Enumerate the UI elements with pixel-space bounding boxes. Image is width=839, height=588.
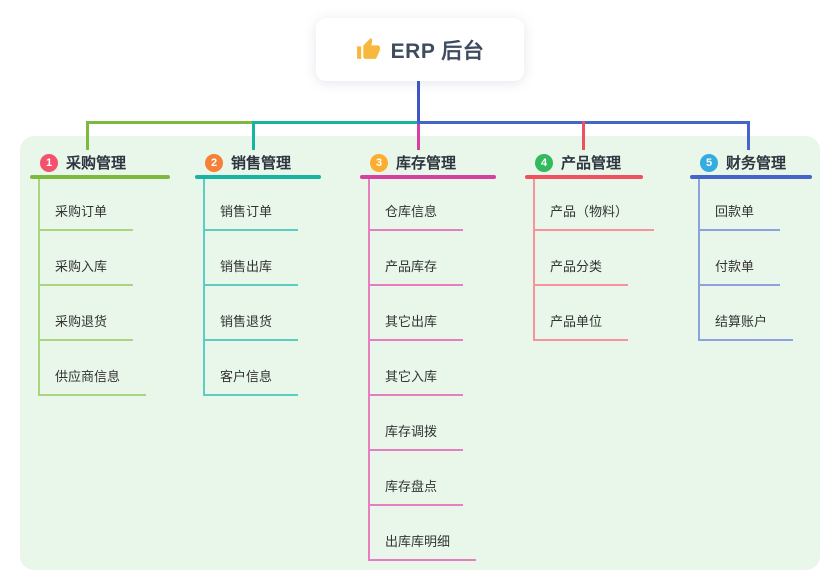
child-node-label: 采购入库 xyxy=(38,256,134,286)
branch-title-label: 销售管理 xyxy=(231,155,292,172)
child-node[interactable]: 库存盘点 xyxy=(368,451,496,506)
child-node-label: 回款单 xyxy=(698,201,781,231)
branch-node-4[interactable]: 4 产品管理 产品（物料） 产品分类产品单位 xyxy=(525,150,655,341)
connector-horizontal-branch2 xyxy=(252,121,417,124)
root-connector-line xyxy=(417,81,420,124)
connector-drop-branch4 xyxy=(582,121,585,150)
child-node-label: 库存调拨 xyxy=(368,421,464,451)
background-panel xyxy=(20,136,820,570)
child-node-label: 产品分类 xyxy=(533,256,629,286)
child-node[interactable]: 库存调拨 xyxy=(368,396,496,451)
child-node[interactable]: 客户信息 xyxy=(203,341,321,396)
branch-underline xyxy=(525,175,643,179)
branch-node-5[interactable]: 5 财务管理 回款单付款单结算账户 xyxy=(690,150,812,341)
branch-title-row: 4 产品管理 xyxy=(525,150,643,175)
branch-underline xyxy=(690,175,812,179)
child-node-label: 出库库明细 xyxy=(368,531,477,561)
child-node[interactable]: 采购订单 xyxy=(38,179,170,231)
branch-node-2[interactable]: 2 销售管理 销售订单销售出库销售退货客户信息 xyxy=(195,150,321,396)
branch-title-label: 采购管理 xyxy=(66,155,127,172)
child-node[interactable]: 产品分类 xyxy=(533,231,643,286)
branch-number-badge: 5 xyxy=(700,153,718,172)
child-node-label: 客户信息 xyxy=(203,366,299,396)
child-node[interactable]: 产品库存 xyxy=(368,231,496,286)
branch-title-row: 1 采购管理 xyxy=(30,150,170,175)
branch-number-badge: 2 xyxy=(205,153,223,172)
branch-title-row: 5 财务管理 xyxy=(690,150,812,175)
child-node-label: 产品单位 xyxy=(533,311,629,341)
child-node[interactable]: 产品单位 xyxy=(533,286,643,341)
branch-node-1[interactable]: 1 采购管理 采购订单采购入库采购退货供应商信息 xyxy=(30,150,170,396)
child-node[interactable]: 仓库信息 xyxy=(368,179,496,231)
branch-children: 销售订单销售出库销售退货客户信息 xyxy=(195,179,321,396)
branch-children: 产品（物料） 产品分类产品单位 xyxy=(525,179,655,341)
child-node[interactable]: 其它入库 xyxy=(368,341,496,396)
branch-node-3[interactable]: 3 库存管理 仓库信息产品库存其它出库其它入库库存调拨库存盘点出库库明细 xyxy=(360,150,496,561)
child-node-label: 销售出库 xyxy=(203,256,299,286)
branch-number-badge: 3 xyxy=(370,153,388,172)
child-node-label: 仓库信息 xyxy=(368,201,464,231)
child-node-label: 产品（物料） xyxy=(533,201,655,231)
branch-title-label: 财务管理 xyxy=(726,155,787,172)
child-node-label: 供应商信息 xyxy=(38,366,147,396)
child-node[interactable]: 其它出库 xyxy=(368,286,496,341)
child-node-label: 付款单 xyxy=(698,256,781,286)
thumbs-up-icon xyxy=(356,38,380,59)
child-node-label: 库存盘点 xyxy=(368,476,464,506)
root-node[interactable]: ERP 后台 xyxy=(316,18,524,81)
branch-title-row: 3 库存管理 xyxy=(360,150,496,175)
child-node[interactable]: 销售出库 xyxy=(203,231,321,286)
branch-underline xyxy=(195,175,321,179)
connector-drop-branch1 xyxy=(86,121,89,150)
connector-horizontal-branch1 xyxy=(86,121,252,124)
child-node-label: 其它出库 xyxy=(368,311,464,341)
child-node[interactable]: 结算账户 xyxy=(698,286,812,341)
child-node-label: 产品库存 xyxy=(368,256,464,286)
branch-children: 采购订单采购入库采购退货供应商信息 xyxy=(30,179,170,396)
branch-children: 回款单付款单结算账户 xyxy=(690,179,812,341)
child-node[interactable]: 销售退货 xyxy=(203,286,321,341)
child-node-label: 其它入库 xyxy=(368,366,464,396)
child-node[interactable]: 采购退货 xyxy=(38,286,170,341)
branch-title-label: 产品管理 xyxy=(561,155,622,172)
branch-underline xyxy=(360,175,496,179)
child-node-label: 采购订单 xyxy=(38,201,134,231)
branch-underline xyxy=(30,175,170,179)
child-node-label: 采购退货 xyxy=(38,311,134,341)
child-node-label: 销售订单 xyxy=(203,201,299,231)
branch-number-badge: 4 xyxy=(535,153,553,172)
child-node[interactable]: 供应商信息 xyxy=(38,341,170,396)
branch-title-row: 2 销售管理 xyxy=(195,150,321,175)
connector-drop-branch2 xyxy=(252,121,255,150)
child-node[interactable]: 回款单 xyxy=(698,179,812,231)
branch-children: 仓库信息产品库存其它出库其它入库库存调拨库存盘点出库库明细 xyxy=(360,179,496,561)
child-node-label: 销售退货 xyxy=(203,311,299,341)
child-node-label: 结算账户 xyxy=(698,311,794,341)
child-node[interactable]: 采购入库 xyxy=(38,231,170,286)
child-node[interactable]: 出库库明细 xyxy=(368,506,496,561)
child-node[interactable]: 销售订单 xyxy=(203,179,321,231)
root-node-title: ERP 后台 xyxy=(390,39,485,63)
child-node[interactable]: 付款单 xyxy=(698,231,812,286)
branch-number-badge: 1 xyxy=(40,153,58,172)
connector-drop-branch3 xyxy=(417,124,420,150)
child-node[interactable]: 产品（物料） xyxy=(533,179,655,231)
branch-title-label: 库存管理 xyxy=(396,155,457,172)
connector-drop-branch5 xyxy=(747,121,750,150)
